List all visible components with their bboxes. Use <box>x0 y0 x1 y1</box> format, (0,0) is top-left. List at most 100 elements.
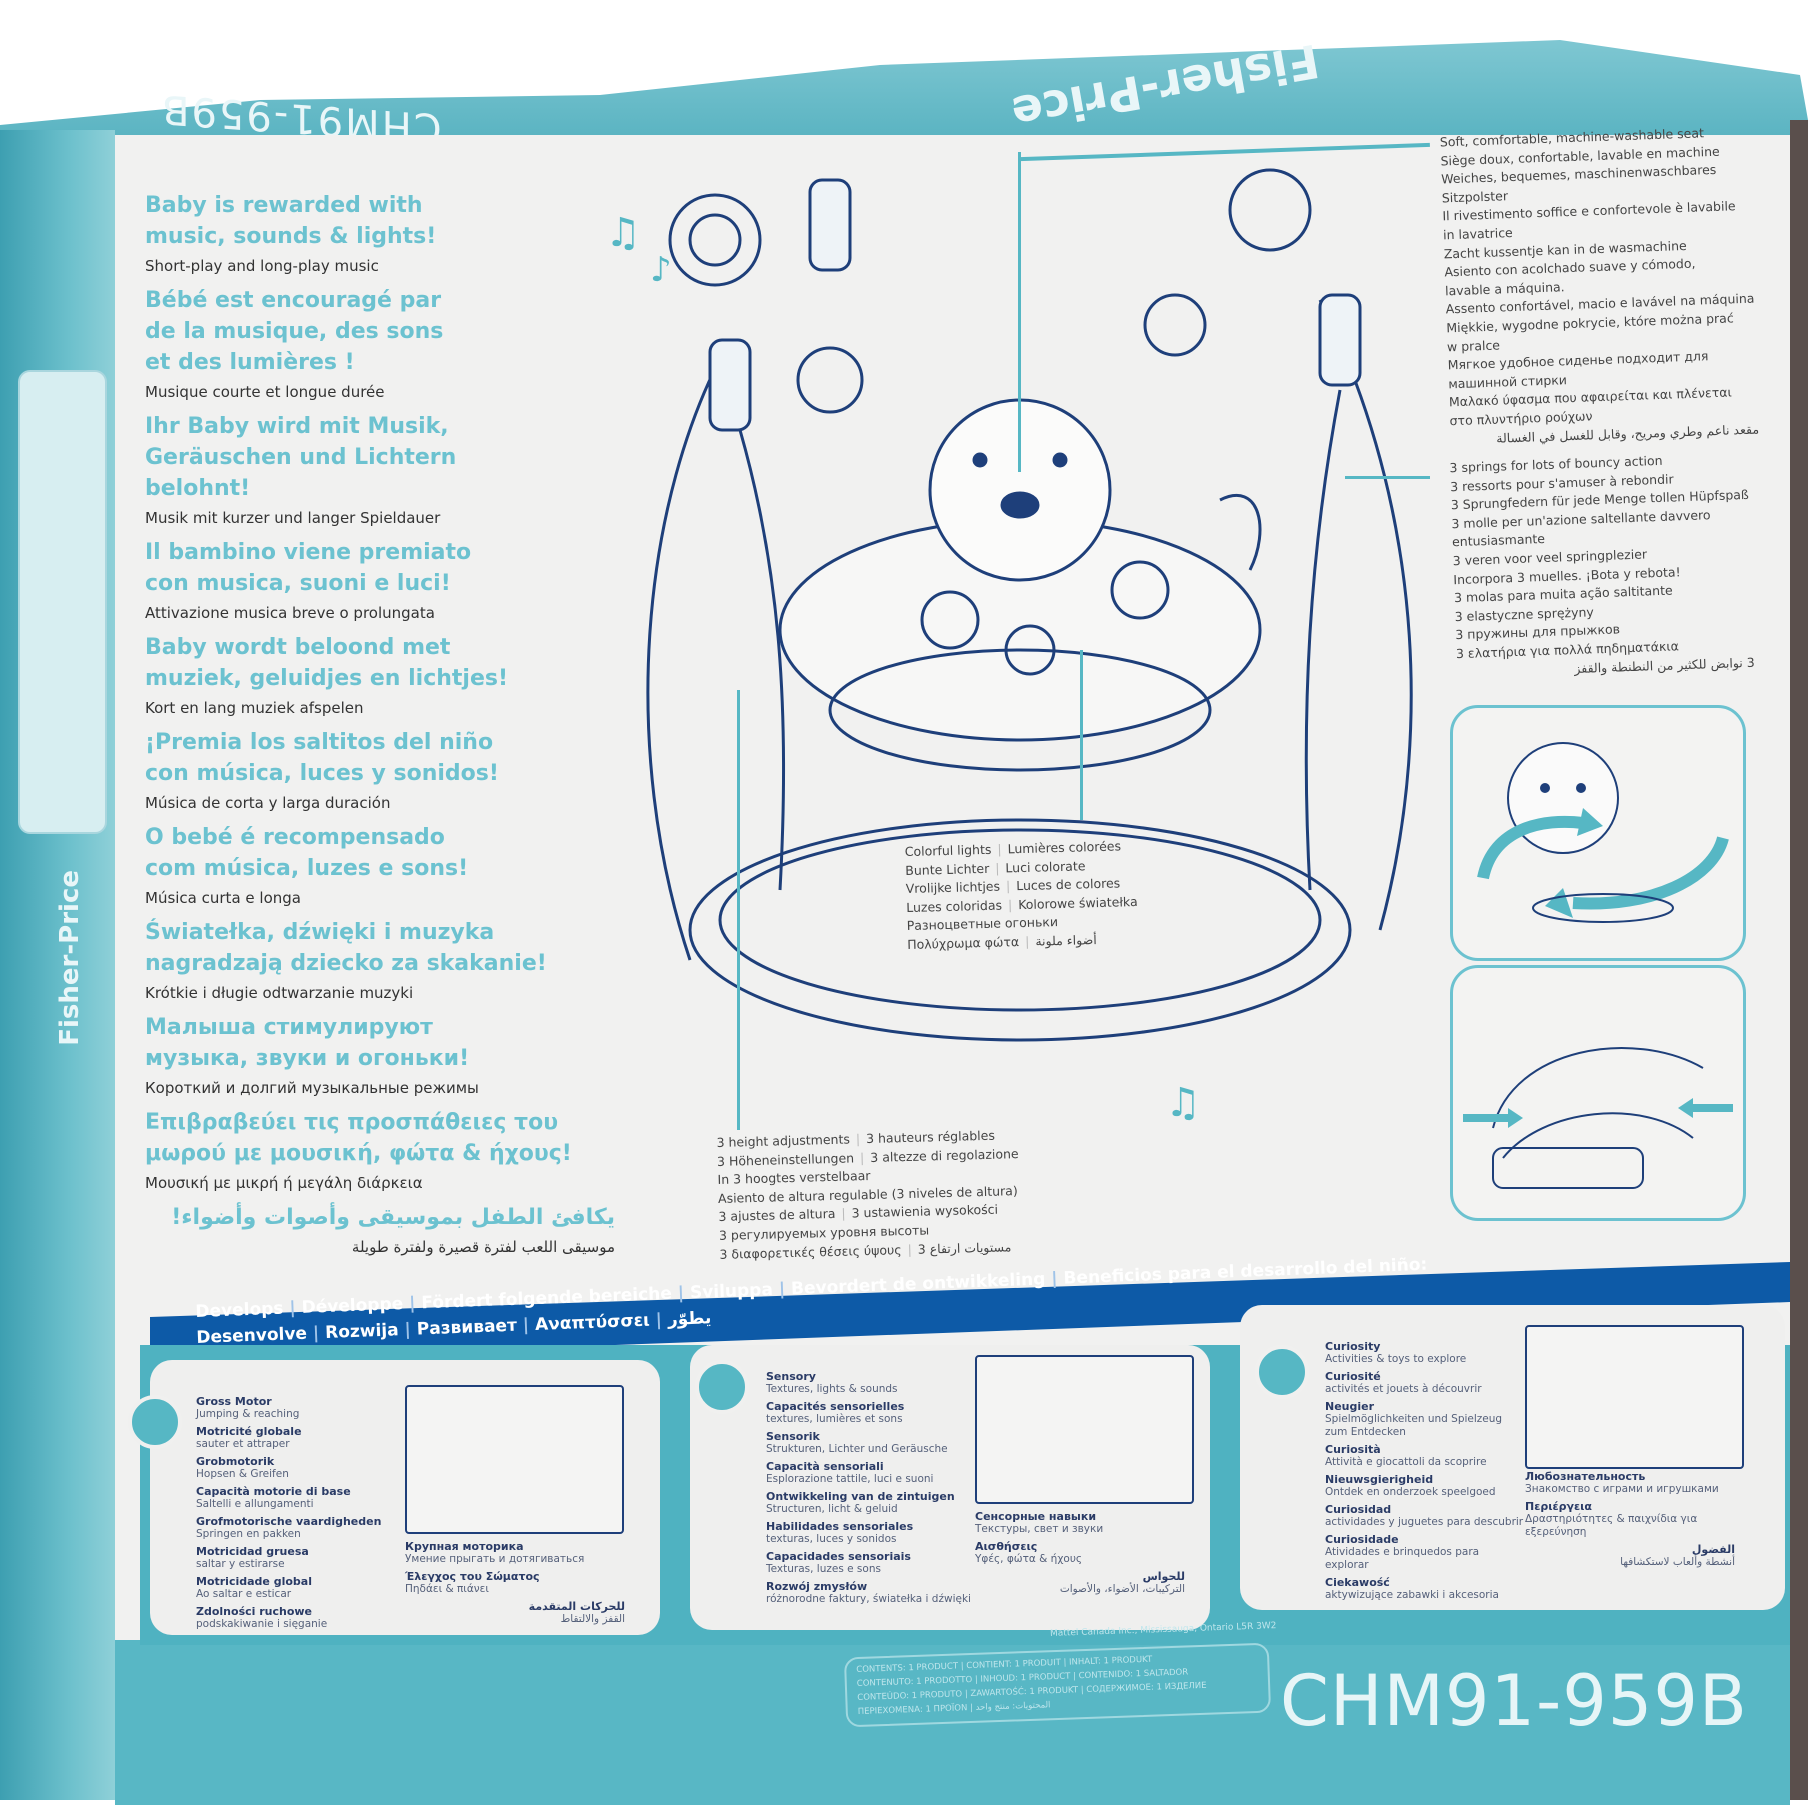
benefit-title: للحركات المتقدمة <box>528 1600 625 1613</box>
benefit-title: Ontwikkeling van de zintuigen <box>766 1490 955 1503</box>
bottom-teal-band <box>115 1640 1790 1805</box>
feature-text: أضواء ملونة <box>1035 932 1097 949</box>
benefit-title: للحواس <box>1142 1570 1185 1583</box>
benefit-desc: Ao saltar e esticar <box>196 1588 292 1600</box>
benefit-title: الفضول <box>1691 1543 1735 1556</box>
develops-label: Develops <box>195 1298 284 1322</box>
music-headline: muziek, geluidjes en lichtjes! <box>145 666 509 691</box>
music-headline: belohnt! <box>145 476 251 501</box>
develops-label: يطوّر <box>667 1308 712 1330</box>
feature-text: 3 hauteurs réglables <box>865 1127 996 1147</box>
gross-motor-icon <box>128 1395 182 1449</box>
feature-text: Lumières colorées <box>1007 838 1122 857</box>
benefit-desc: podskakiwanie i sięganie <box>196 1618 328 1630</box>
curiosity-sketch <box>1525 1325 1744 1469</box>
separator: | <box>408 1293 416 1314</box>
separator: | <box>778 1279 786 1300</box>
height-feature-text: 3 height adjustments | 3 hauteurs réglable… <box>716 1126 1021 1264</box>
benefit-desc: Structuren, licht & geluid <box>766 1503 898 1515</box>
develops-label: Développe <box>301 1294 404 1318</box>
benefit-desc: أنشطة وألعاب لاستكشافها <box>1620 1556 1735 1568</box>
feature-text: Vrolijke lichtjes <box>905 878 1001 897</box>
benefit-title: Curiosity <box>1325 1340 1381 1353</box>
music-headline: Малыша стимулируют <box>145 1015 433 1040</box>
music-subtext: Short-play and long-play music <box>145 257 379 275</box>
springs-callout-line <box>1345 476 1430 479</box>
separator: | <box>841 1205 846 1222</box>
music-feature-block: O bebé é recompensado com música, luzes e… <box>145 822 615 909</box>
music-headline: Baby is rewarded with <box>145 193 423 218</box>
separator: | <box>995 860 1000 876</box>
music-headline: Geräuschen und Lichtern <box>145 445 457 470</box>
music-headline: Ihr Baby wird mit Musik, <box>145 414 449 439</box>
music-headline: Bébé est encouragé par <box>145 288 442 313</box>
side-product-image <box>18 370 107 834</box>
separator: | <box>1024 933 1030 949</box>
music-subtext: Короткий и долгий музыкальные режимы <box>145 1079 479 1097</box>
benefit-desc: texturas, luces y sonidos <box>766 1533 897 1545</box>
seat-feature-text: Soft, comfortable, machine-washable seat… <box>1440 123 1760 450</box>
benefit-title: Rozwój zmysłów <box>766 1580 868 1593</box>
benefit-title: Έλεγχος του Σώματος <box>405 1570 540 1583</box>
music-headline: يكافئ الطفل بموسيقى وأصوات وأضواء! <box>171 1205 615 1230</box>
feature-text: 3 مستويات ارتفاع <box>917 1238 1012 1257</box>
music-subtext: Musik mit kurzer und langer Spieldauer <box>145 509 441 527</box>
separator: | <box>1007 897 1013 913</box>
music-headline: con música, luces y sonidos! <box>145 761 499 786</box>
music-headline: Il bambino viene premiato <box>145 540 472 565</box>
benefit-desc: textures, lumières et sons <box>766 1413 903 1425</box>
benefit-desc: Activities & toys to explore <box>1325 1353 1467 1365</box>
separator: | <box>312 1323 320 1344</box>
music-subtext: Krótkie i długie odtwarzanie muzyki <box>145 984 414 1002</box>
music-headline: de la musique, des sons <box>145 319 444 344</box>
benefit-desc: Умение прыгать и дотягиваться <box>405 1553 585 1565</box>
benefit-title: Zdolności ruchowe <box>196 1605 313 1618</box>
music-subtext: Musique courte et longue durée <box>145 383 385 401</box>
benefit-desc: aktywizujące zabawki i akcesoria <box>1325 1589 1499 1601</box>
feature-text: 3 height adjustments <box>716 1131 851 1150</box>
music-note-icon: ♫ <box>1165 1080 1201 1126</box>
feature-text: 3 ustawienia wysokości <box>851 1202 999 1221</box>
contents-statement: CONTENTS: 1 PRODUCT | CONTIENT: 1 PRODUI… <box>843 1642 1272 1728</box>
benefit-desc: saltar y estirarse <box>196 1558 285 1570</box>
music-headline: com música, luzes e sons! <box>145 856 469 881</box>
music-headline: O bebé é recompensado <box>145 825 445 850</box>
develops-label: Rozwija <box>324 1320 400 1344</box>
feature-text: Luces de colores <box>1016 875 1121 894</box>
music-feature-block: Bébé est encouragé par de la musique, des… <box>145 285 615 403</box>
benefit-desc: Texturas, luzes e sons <box>766 1563 881 1575</box>
benefit-desc: Δραστηριότητες & παιχνίδια για εξερεύνησ… <box>1525 1513 1698 1538</box>
benefit-title: Gross Motor <box>196 1395 272 1408</box>
music-subtext: Μουσική με μικρή ή μεγάλη διάρκεια <box>145 1174 423 1192</box>
feature-text: Colorful lights <box>904 841 992 860</box>
lights-callout-line <box>1080 650 1083 820</box>
curiosity-icon <box>1255 1345 1309 1399</box>
feature-text: 3 altezze di regolazione <box>870 1145 1019 1165</box>
box-right-edge <box>1790 120 1808 1800</box>
benefit-desc: Attività e giocattoli da scoprire <box>1325 1456 1487 1468</box>
music-headline: et des lumières ! <box>145 350 355 375</box>
music-subtext: Kort en lang muziek afspelen <box>145 699 364 717</box>
music-subtext: Música curta e longa <box>145 889 301 907</box>
feature-text: Bunte Lichter <box>905 860 990 878</box>
feature-text: Πολύχρωμα φώτα <box>907 934 1020 952</box>
